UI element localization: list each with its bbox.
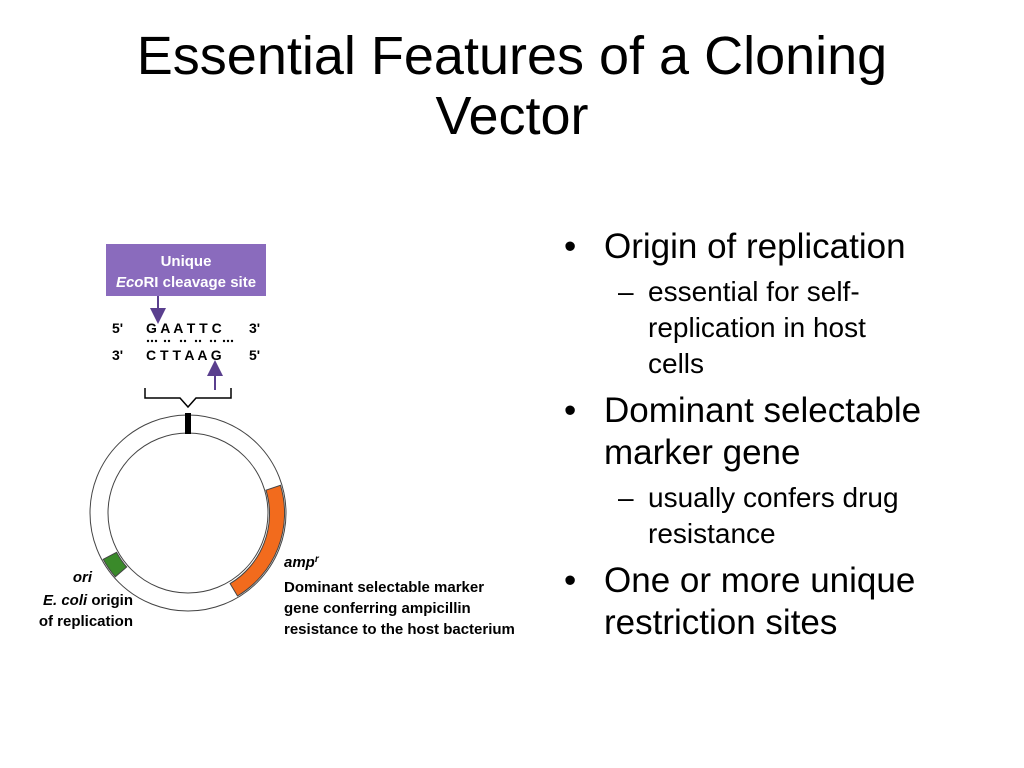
top-strand-5-end: 5' <box>112 320 123 336</box>
ecori-callout-box <box>106 244 266 296</box>
ampr-desc-line-1: Dominant selectable marker <box>284 579 484 596</box>
ori-segment <box>102 551 128 578</box>
slide-title-line-2: Vector <box>435 86 589 146</box>
ampr-segment <box>229 484 285 597</box>
top-strand-3-end: 3' <box>249 320 260 336</box>
ecori-callout-line-1: Unique <box>161 253 212 270</box>
bottom-strand-sequence: C T T A A G <box>146 347 222 363</box>
top-strand-sequence: G A A T T C <box>146 320 222 336</box>
ori-desc-line-2: of replication <box>39 613 133 630</box>
site-bracket <box>144 388 232 409</box>
bottom-strand-3-end: 3' <box>112 347 123 363</box>
sub-list-origin: essential for self- replication in host … <box>604 274 1002 382</box>
sub-origin-line-3: cells <box>648 348 705 379</box>
ampr-label: ampr <box>284 554 320 572</box>
sub-origin-line-2: replication in host <box>648 312 866 343</box>
ampr-desc-line-3: resistance to the host bacterium <box>284 621 515 638</box>
ori-label: ori <box>73 569 93 586</box>
bullet-origin-of-replication: Origin of replication essential for self… <box>562 226 1002 382</box>
bullet-restriction-line-1: One or more unique <box>604 561 916 600</box>
ori-desc-rest: origin <box>87 592 133 609</box>
bullet-origin-text: Origin of replication <box>604 227 906 266</box>
sub-marker-line-1: usually confers drug <box>648 482 899 513</box>
ampr-desc-line-2: gene conferring ampicillin <box>284 600 471 617</box>
sub-bullet-marker: usually confers drug resistance <box>604 480 1002 552</box>
ori-desc-line-1: E. coli origin <box>43 592 133 609</box>
cloning-vector-diagram: Unique EcoRI cleavage site 5' G A A T T … <box>39 244 515 638</box>
slide-title-line-1: Essential Features of a Cloning <box>136 26 888 86</box>
bottom-strand-5-end: 5' <box>249 347 260 363</box>
ampr-label-sup: r <box>315 554 320 565</box>
bullet-marker-line-2: marker gene <box>604 433 801 472</box>
ampr-label-base: amp <box>284 554 315 571</box>
bullet-selectable-marker: Dominant selectable marker gene usually … <box>562 390 1002 552</box>
ecori-site-marker <box>185 413 191 434</box>
base-pair-dots <box>146 339 234 343</box>
ecoli-italic: E. coli <box>43 592 88 609</box>
feature-bullet-list: Origin of replication essential for self… <box>562 226 1002 652</box>
sub-list-marker: usually confers drug resistance <box>604 480 1002 552</box>
ecori-italic-part: Eco <box>116 274 144 291</box>
sub-bullet-origin: essential for self- replication in host … <box>604 274 1002 382</box>
bullet-restriction-line-2: restriction sites <box>604 603 838 642</box>
slide-title: Essential Features of a Cloning Vector <box>0 26 1024 146</box>
ecori-callout-line-2: EcoRI cleavage site <box>116 274 256 291</box>
ecori-rest-part: RI cleavage site <box>143 274 256 291</box>
sub-origin-line-1: essential for self- <box>648 276 860 307</box>
bullet-marker-line-1: Dominant selectable <box>604 391 922 430</box>
sub-marker-line-2: resistance <box>648 518 776 549</box>
bullet-restriction-sites: One or more unique restriction sites <box>562 560 1002 644</box>
